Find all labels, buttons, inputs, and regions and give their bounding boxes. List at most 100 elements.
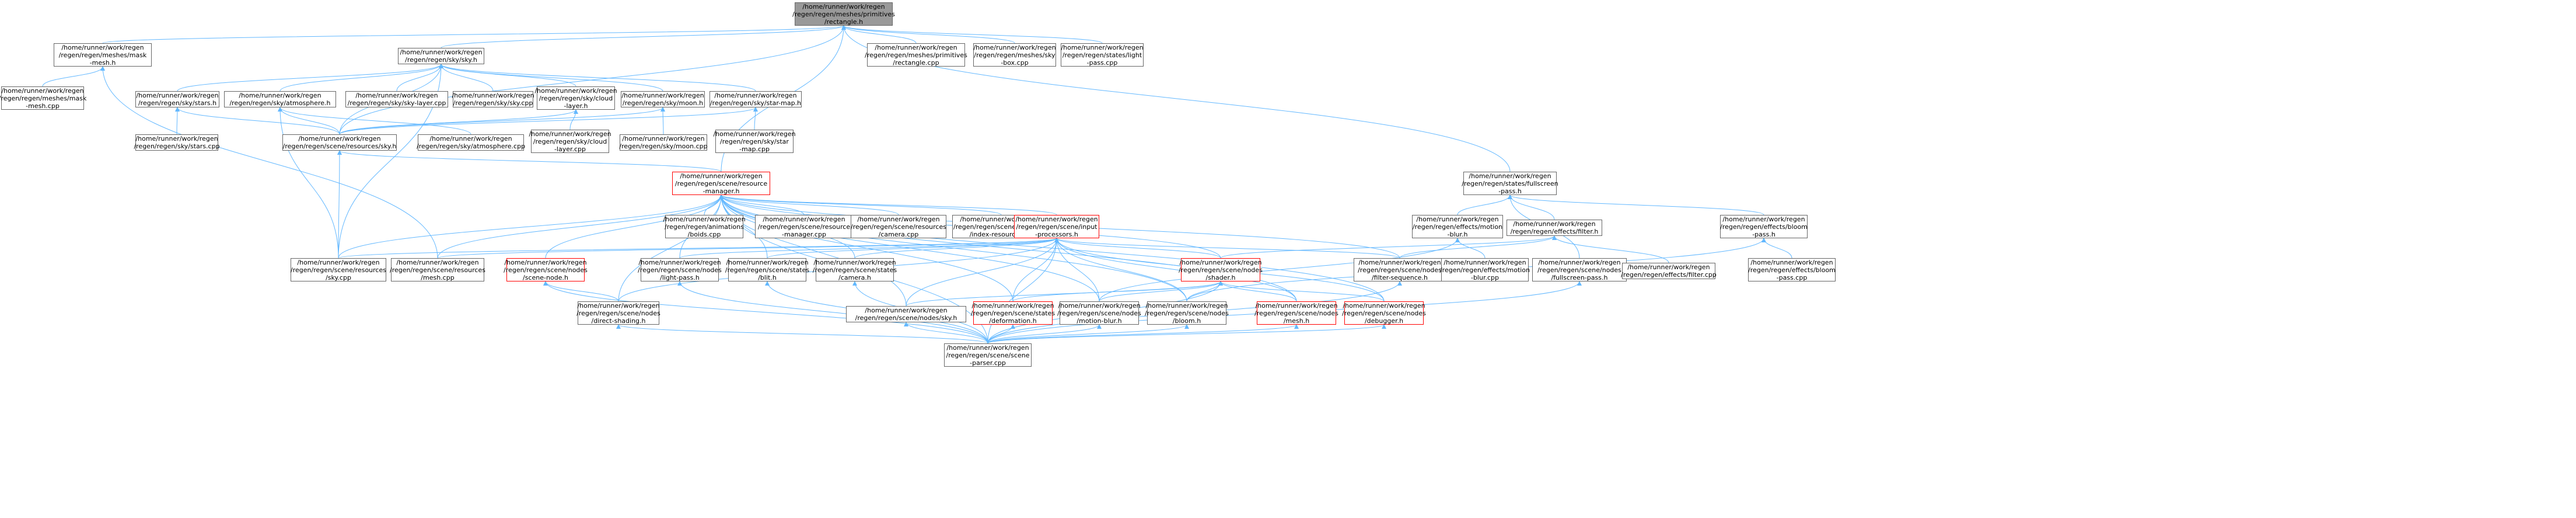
node-sky-h[interactable]: /home/runner/work/regen /regen/regen/sky… [398,48,484,64]
edge-states-camera-h-to-input-processors-h [854,238,1059,259]
node-moon-cpp[interactable]: /home/runner/work/regen /regen/regen/sky… [619,134,708,151]
node-bloom-pass-h[interactable]: /home/runner/work/regen /regen/regen/eff… [1720,215,1808,238]
edge-scene-parser-cpp-to-debugger-h [987,324,1386,344]
node-stars-h[interactable]: /home/runner/work/regen /regen/regen/sky… [135,91,219,107]
node-resources-sky-h[interactable]: /home/runner/work/regen /regen/regen/sce… [282,134,397,151]
node-filter-cpp[interactable]: /home/runner/work/regen /regen/regen/eff… [1621,263,1717,279]
node-motion-blur-h[interactable]: /home/runner/work/regen /regen/regen/eff… [1412,215,1503,238]
edge-scene-parser-cpp-to-scene-node-h [543,281,988,344]
edge-bloom-pass-cpp-to-bloom-pass-h [1761,238,1792,259]
edge-filter-sequence-h-to-filter-h [1399,235,1557,259]
edge-nodes-motion-blur-h-to-shader-h [1099,281,1223,302]
edge-stars-h-to-sky-h [177,64,443,92]
edge-index-resource-cpp-to-resource-manager-h [719,194,1002,215]
edge-rectangle-cpp-to-rectangle-h [841,25,917,44]
node-direct-shading-h[interactable]: /home/runner/work/regen /regen/regen/sce… [576,301,660,325]
edge-scene-parser-cpp-to-nodes-mesh-h [987,324,1299,344]
edge-mask-mesh-cpp-to-mask-mesh-h [42,66,105,87]
edge-resources-mesh-cpp-to-resource-manager-h [437,194,723,259]
node-sky-layer-cpp[interactable]: /home/runner/work/regen /regen/regen/sky… [345,91,448,107]
edge-debugger-h-to-resource-manager-h [719,194,1385,302]
node-resources-camera-cpp[interactable]: /home/runner/work/regen /regen/regen/sce… [851,215,946,238]
node-moon-h[interactable]: /home/runner/work/regen /regen/regen/sky… [621,91,705,107]
node-states-camera-h[interactable]: /home/runner/work/regen /regen/regen/sce… [812,258,897,281]
node-rectangle-cpp[interactable]: /home/runner/work/regen /regen/regen/mes… [865,43,967,67]
node-nodes-mesh-h[interactable]: /home/runner/work/regen /regen/regen/sce… [1254,301,1338,325]
node-filter-sequence-h[interactable]: /home/runner/work/regen /regen/regen/sce… [1354,258,1446,281]
edge-deformation-h-to-input-processors-h [1012,238,1059,302]
node-mask-mesh-cpp[interactable]: /home/runner/work/regen /regen/regen/mes… [0,86,87,110]
edge-star-map-h-to-sky-h [439,64,756,92]
node-scene-node-h[interactable]: /home/runner/work/regen /regen/regen/sce… [504,258,588,281]
edge-filter-cpp-to-filter-h [1552,235,1669,263]
edge-resources-sky-h-to-cloud-layer-h [339,109,578,135]
edge-scene-parser-cpp-to-nodes-motion-blur-h [987,324,1102,344]
edge-resources-sky-cpp-to-resources-sky-h [337,150,342,259]
node-shader-h[interactable]: /home/runner/work/regen /regen/regen/sce… [1179,258,1263,281]
edge-filter-h-to-fullscreen-pass-h [1508,194,1555,220]
node-boids-cpp[interactable]: /home/runner/work/regen /regen/regen/ani… [663,215,746,238]
node-light-pass-h[interactable]: /home/runner/work/regen /regen/regen/sce… [638,258,722,281]
node-deformation-h[interactable]: /home/runner/work/regen /regen/regen/sce… [970,301,1055,325]
node-filter-h[interactable]: /home/runner/work/regen /regen/regen/eff… [1507,220,1602,236]
node-nodes-sky-h[interactable]: /home/runner/work/regen /regen/regen/sce… [846,306,966,322]
edge-deformation-h-to-shader-h [1012,281,1223,302]
node-bloom-pass-cpp[interactable]: /home/runner/work/regen /regen/regen/eff… [1748,258,1836,281]
node-mask-mesh-h[interactable]: /home/runner/work/regen /regen/regen/mes… [54,43,152,67]
node-motion-blur-cpp[interactable]: /home/runner/work/regen /regen/regen/eff… [1439,258,1530,281]
node-blit-h[interactable]: /home/runner/work/regen /regen/regen/sce… [725,258,810,281]
node-star-map-h[interactable]: /home/runner/work/regen /regen/regen/sky… [709,91,802,107]
node-cloud-layer-h[interactable]: /home/runner/work/regen /regen/regen/sky… [534,86,617,110]
edge-resources-sky-h-to-stars-h [175,107,340,135]
node-resources-sky-cpp[interactable]: /home/runner/work/regen /regen/regen/sce… [291,258,386,281]
node-scene-parser-cpp[interactable]: /home/runner/work/regen /regen/regen/sce… [944,343,1032,367]
edge-filter-sequence-h-to-input-processors-h [1054,238,1400,259]
edge-light-pass-h-to-input-processors-h [679,238,1059,259]
edge-nodes-mesh-h-to-shader-h [1218,281,1297,302]
edge-shader-h-to-input-processors-h [1054,238,1221,259]
edge-bloom-pass-h-to-fullscreen-pass-h [1508,194,1764,215]
edge-resources-mesh-cpp-to-input-processors-h [437,238,1059,259]
edge-scene-node-h-to-resource-manager-h [545,194,723,259]
node-fullscreen-pass-node-h[interactable]: /home/runner/work/regen /regen/regen/sce… [1532,258,1627,281]
edge-scene-parser-cpp-to-input-processors-h [987,238,1059,344]
edge-light-pass-cpp-to-rectangle-h [841,25,1103,44]
node-resource-manager-h[interactable]: /home/runner/work/regen /regen/regen/sce… [672,172,770,195]
edge-scene-parser-cpp-to-light-pass-h [677,281,988,344]
node-fullscreen-pass-h[interactable]: /home/runner/work/regen /regen/regen/sta… [1462,172,1558,195]
edge-resources-camera-cpp-to-resource-manager-h [719,194,899,215]
edge-nodes-motion-blur-h-to-input-processors-h [1054,238,1100,302]
node-atmosphere-cpp[interactable]: /home/runner/work/regen /regen/regen/sky… [416,134,526,151]
node-stars-cpp[interactable]: /home/runner/work/regen /regen/regen/sky… [134,134,220,151]
edge-nodes-bloom-h-to-input-processors-h [1054,238,1187,302]
node-resource-manager-cpp[interactable]: /home/runner/work/regen /regen/regen/sce… [755,215,853,238]
node-sky-cpp[interactable]: /home/runner/work/regen /regen/regen/sky… [452,91,534,107]
node-nodes-motion-blur-h[interactable]: /home/runner/work/regen /regen/regen/sce… [1057,301,1141,325]
node-nodes-bloom-h[interactable]: /home/runner/work/regen /regen/regen/sce… [1145,301,1229,325]
edge-nodes-sky-h-to-input-processors-h [906,238,1059,307]
edge-sky-layer-cpp-to-sky-h [396,64,443,92]
node-cloud-layer-cpp[interactable]: /home/runner/work/regen /regen/regen/sky… [529,130,611,153]
edge-resource-manager-h-to-resources-sky-h [337,150,722,172]
edge-shader-h-to-filter-h [1220,235,1557,259]
edge-resources-sky-h-to-moon-h [339,107,665,135]
edge-atmosphere-h-to-sky-h [279,64,443,92]
node-debugger-h[interactable]: /home/runner/work/regen /regen/regen/sce… [1342,301,1426,325]
edge-scene-parser-cpp-to-nodes-bloom-h [987,324,1189,344]
edge-mask-mesh-h-to-rectangle-h [102,25,846,44]
node-light-pass-cpp[interactable]: /home/runner/work/regen /regen/regen/sta… [1061,43,1144,67]
edge-resources-mesh-cpp-to-mask-mesh-h [100,66,438,259]
node-sky-box-cpp[interactable]: /home/runner/work/regen /regen/regen/mes… [973,43,1056,67]
edge-resources-sky-h-to-star-map-h [339,107,758,135]
edge-resources-sky-cpp-to-atmosphere-h [278,107,339,259]
node-star-map-cpp[interactable]: /home/runner/work/regen /regen/regen/sky… [713,130,796,153]
node-rectangle-h[interactable]: /home/runner/work/regen /regen/regen/mes… [792,2,895,26]
edge-input-processors-h-to-resource-manager-h [719,194,1057,215]
node-resources-mesh-cpp[interactable]: /home/runner/work/regen /regen/regen/sce… [390,258,485,281]
edge-atmosphere-cpp-to-atmosphere-h [278,107,471,135]
node-input-processors-h[interactable]: /home/runner/work/regen /regen/regen/sce… [1014,215,1099,238]
edge-star-map-cpp-to-star-map-h [753,107,758,130]
edge-direct-shading-h-to-scene-node-h [543,281,619,302]
node-atmosphere-h[interactable]: /home/runner/work/regen /regen/regen/sky… [224,91,336,107]
edge-nodes-mesh-h-to-input-processors-h [1054,238,1297,302]
